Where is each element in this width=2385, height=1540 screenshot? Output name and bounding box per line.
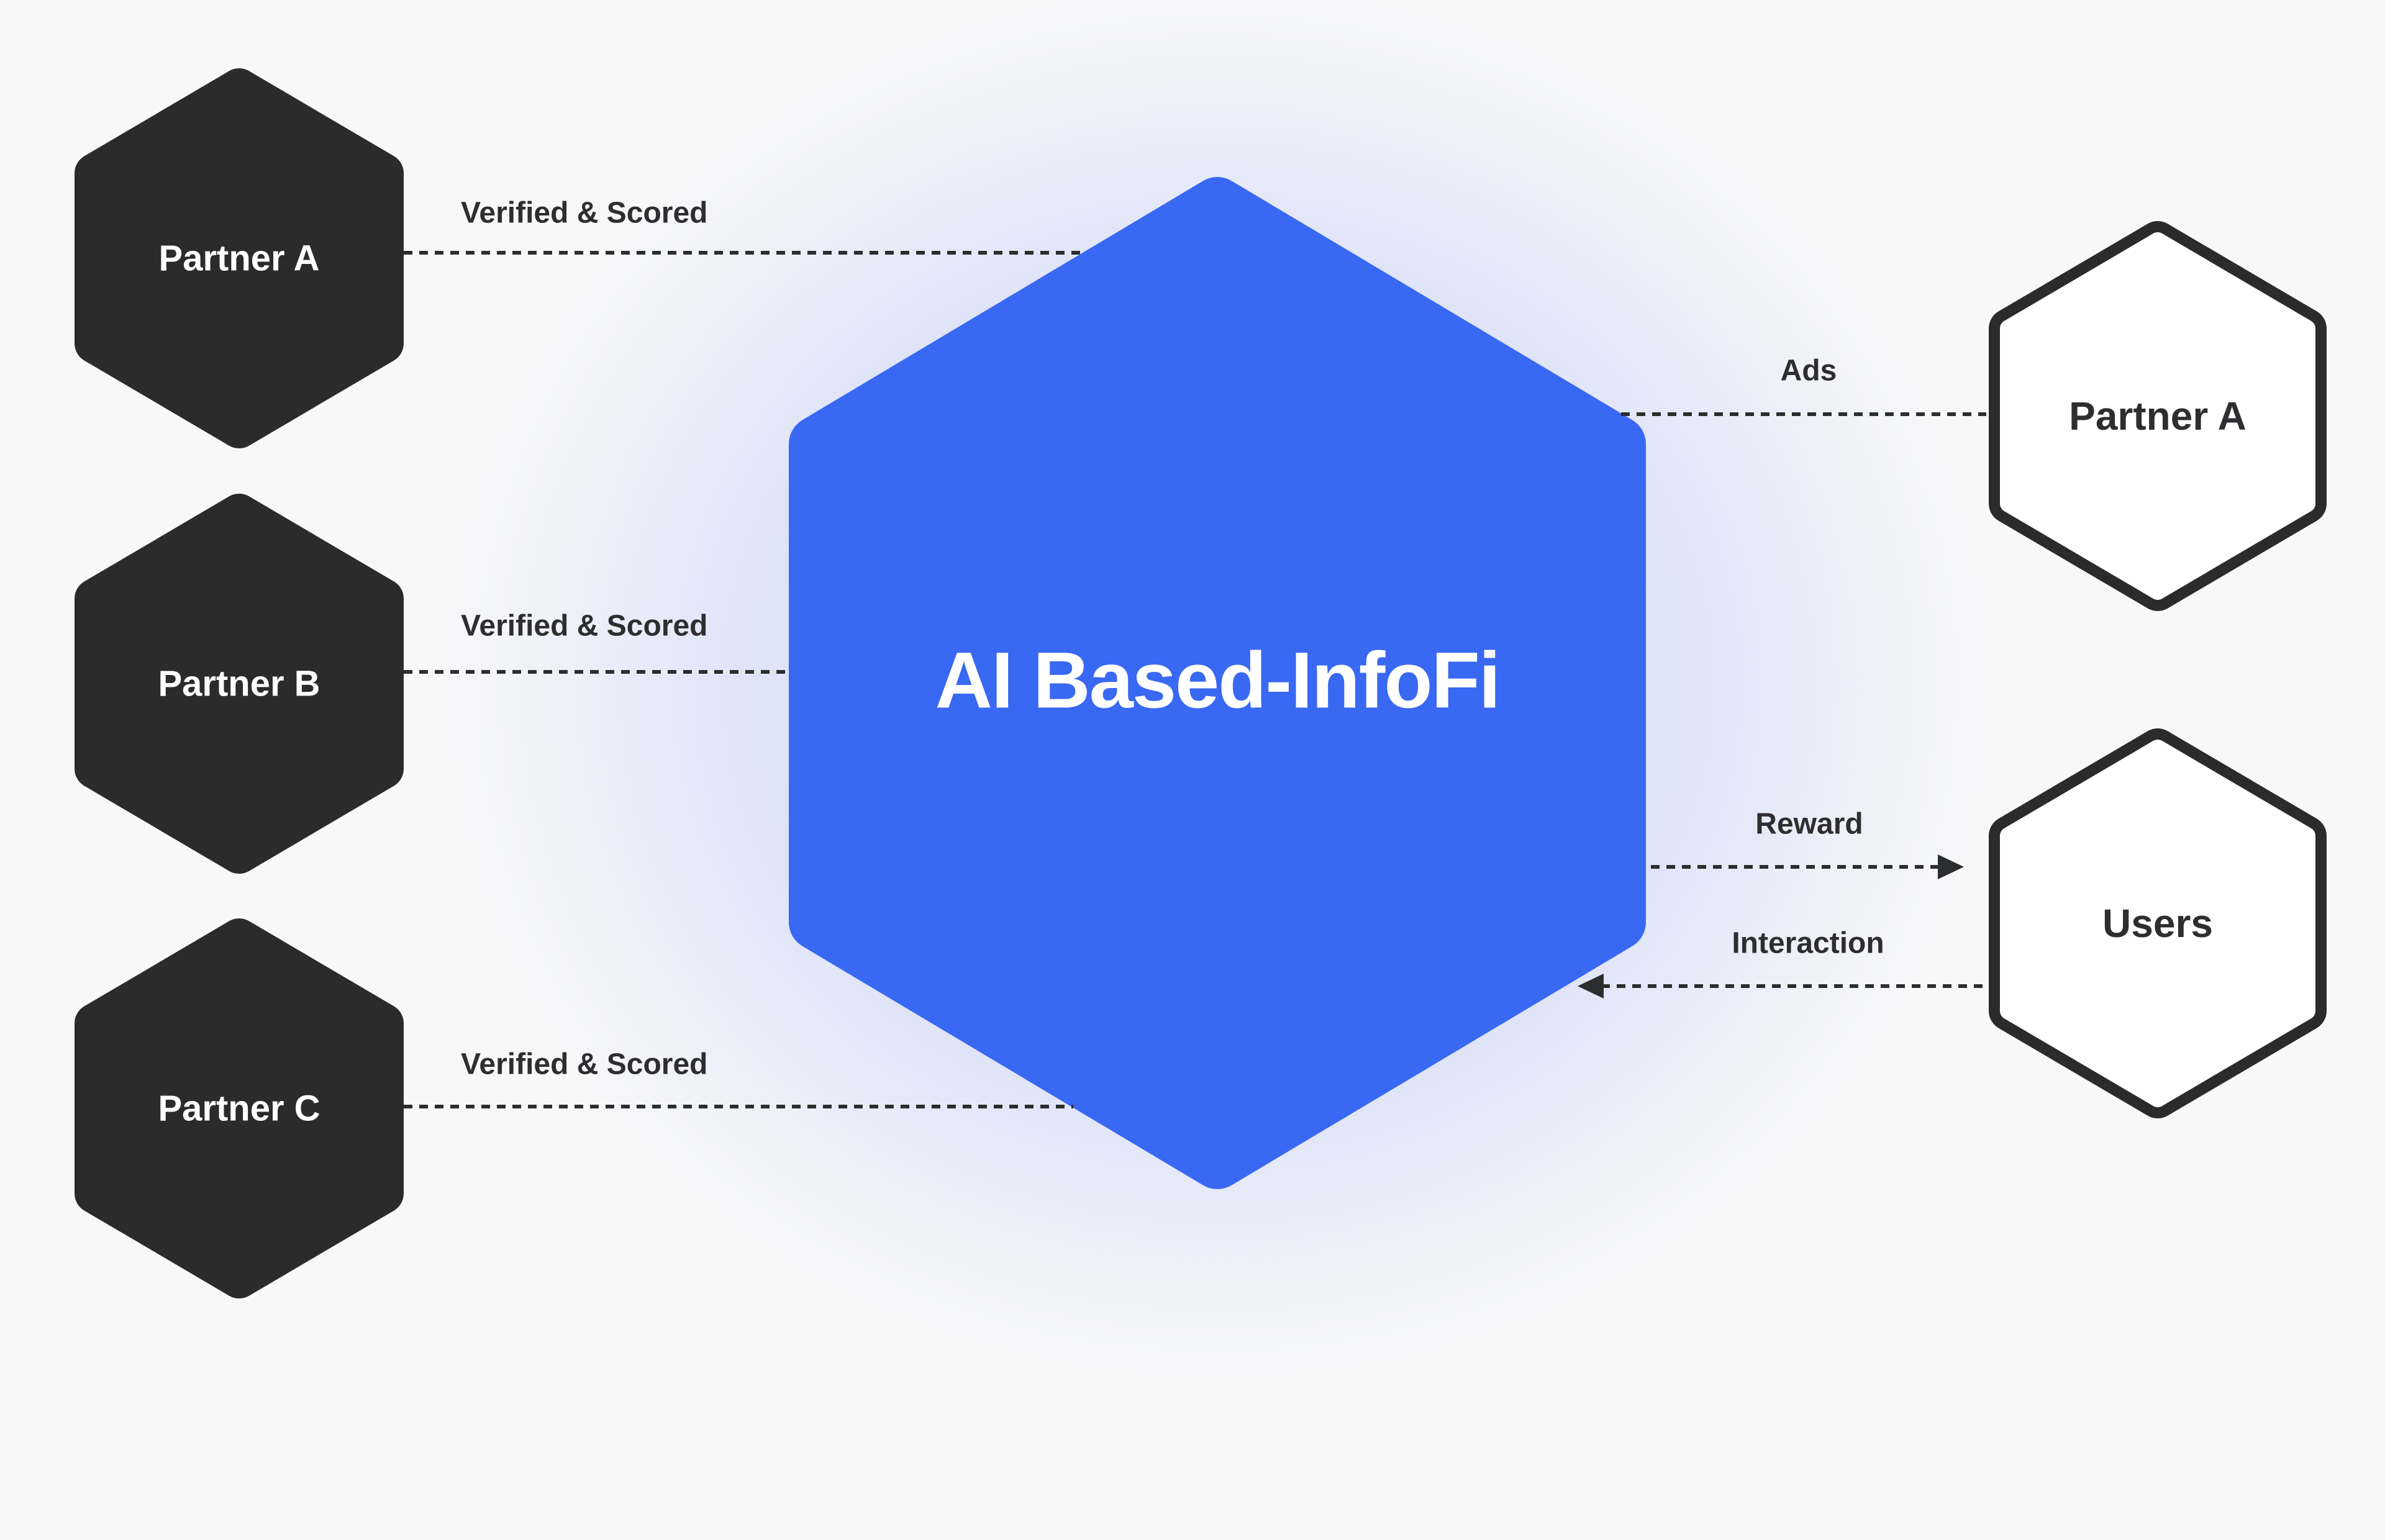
partner-b-left-label: Partner B — [158, 663, 320, 704]
users-label: Users — [2102, 901, 2213, 946]
diagram-canvas: Partner A Partner B Partner C AI Based-I… — [75, 0, 2327, 1540]
reward-arrowhead-right-icon — [1938, 854, 1964, 879]
verified-scored-label-b: Verified & Scored — [461, 609, 708, 643]
diagram-shapes — [75, 68, 2327, 1298]
interaction-label: Interaction — [1732, 926, 1884, 960]
verified-scored-label-c: Verified & Scored — [461, 1048, 708, 1081]
partner-c-left-label: Partner C — [158, 1088, 320, 1129]
partner-a-right-hexagon — [2000, 232, 2315, 600]
partner-c-left-hexagon — [75, 918, 404, 1298]
ads-label: Ads — [1780, 354, 1837, 387]
center-hexagon — [789, 177, 1646, 1189]
reward-label: Reward — [1755, 807, 1863, 841]
center-node-title: AI Based-InfoFi — [935, 636, 1501, 725]
partner-b-left-hexagon — [75, 494, 404, 874]
interaction-arrowhead-left-icon — [1578, 974, 1604, 999]
verified-scored-label-a: Verified & Scored — [461, 196, 708, 230]
users-hexagon — [2000, 740, 2315, 1107]
partner-a-right-label: Partner A — [2069, 394, 2246, 438]
partner-a-left-label: Partner A — [158, 238, 320, 279]
partner-a-left-hexagon — [75, 68, 404, 448]
